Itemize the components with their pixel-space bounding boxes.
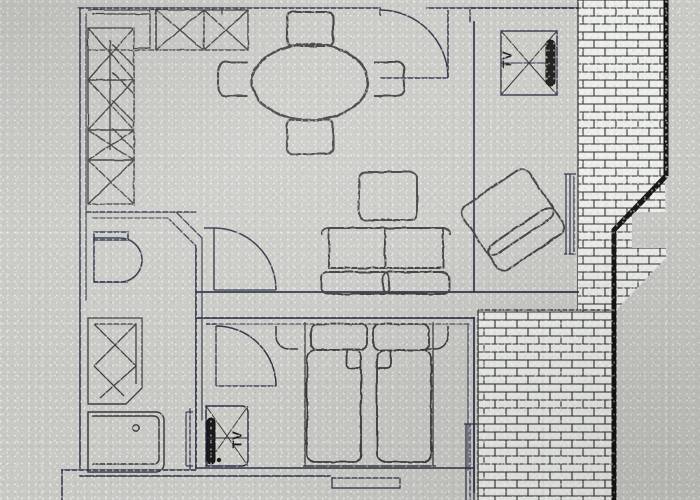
window-south-bath — [185, 408, 193, 470]
dining-table — [250, 42, 370, 122]
sofa-two-seat — [320, 227, 451, 295]
tv-unit-living — [500, 30, 558, 96]
armchair-angled — [460, 168, 566, 272]
dining-chair-east — [374, 60, 406, 98]
tv-label-living: TV — [499, 50, 515, 69]
bedroom-door — [206, 323, 277, 387]
wardrobe-right — [426, 326, 449, 350]
dining-chair-south — [285, 118, 335, 156]
vanity-sink — [87, 317, 143, 405]
tv-unit-bedroom — [205, 405, 249, 467]
wardrobe-left — [275, 326, 298, 350]
bathroom-door — [204, 227, 277, 291]
nightstand-right — [372, 323, 430, 351]
coffee-table — [358, 171, 418, 221]
bathtub — [87, 411, 165, 473]
tv-label-bedroom: TV — [229, 430, 245, 449]
bed-left — [306, 349, 362, 463]
nightstand-left — [310, 323, 368, 351]
kitchen-counter-left — [87, 10, 151, 206]
window-south-bedroom — [464, 423, 477, 500]
window-east-living — [564, 173, 576, 255]
entry-door — [379, 8, 449, 79]
toilet — [93, 231, 143, 283]
kitchen-counter-top — [88, 9, 249, 51]
exterior-brick-wall-south — [477, 174, 700, 500]
bed-right — [376, 349, 432, 463]
dining-chair-west — [216, 60, 248, 98]
bed-platform-outline — [303, 322, 436, 467]
dining-chair-north — [285, 10, 335, 48]
